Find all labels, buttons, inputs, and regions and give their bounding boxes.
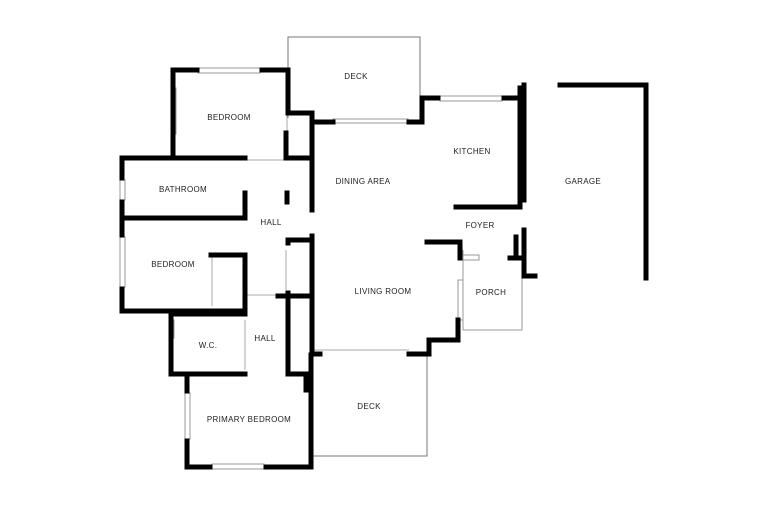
deck-bottom-outline <box>312 354 428 457</box>
label-dining-area: DINING AREA <box>336 177 391 186</box>
window-foyer <box>462 254 480 261</box>
window-bathroom <box>119 179 126 201</box>
label-kitchen: KITCHEN <box>453 147 490 156</box>
label-hall-lower: HALL <box>254 334 275 343</box>
window-primary-bottom <box>211 463 265 470</box>
walls <box>119 67 649 470</box>
window-deck-top <box>332 118 409 124</box>
label-garage: GARAGE <box>565 177 601 186</box>
label-foyer: FOYER <box>465 221 494 230</box>
room-labels: DECK BEDROOM KITCHEN GARAGE BATHROOM DIN… <box>151 72 601 424</box>
label-hall-upper: HALL <box>260 218 281 227</box>
label-living-room: LIVING ROOM <box>355 287 412 296</box>
window-kitchen <box>439 95 503 102</box>
window-bedroom-mid <box>119 236 126 288</box>
window-bedroom-top <box>197 67 261 74</box>
label-bedroom-mid: BEDROOM <box>151 260 194 269</box>
label-deck-bottom: DECK <box>357 402 381 411</box>
label-primary-bedroom: PRIMARY BEDROOM <box>207 415 291 424</box>
label-bathroom: BATHROOM <box>159 185 207 194</box>
label-porch: PORCH <box>476 288 506 297</box>
label-deck-top: DECK <box>344 72 368 81</box>
window-primary-side <box>184 392 191 440</box>
label-bedroom-top: BEDROOM <box>207 113 250 122</box>
window-porch <box>457 279 464 321</box>
label-wc: W.C. <box>199 341 218 350</box>
